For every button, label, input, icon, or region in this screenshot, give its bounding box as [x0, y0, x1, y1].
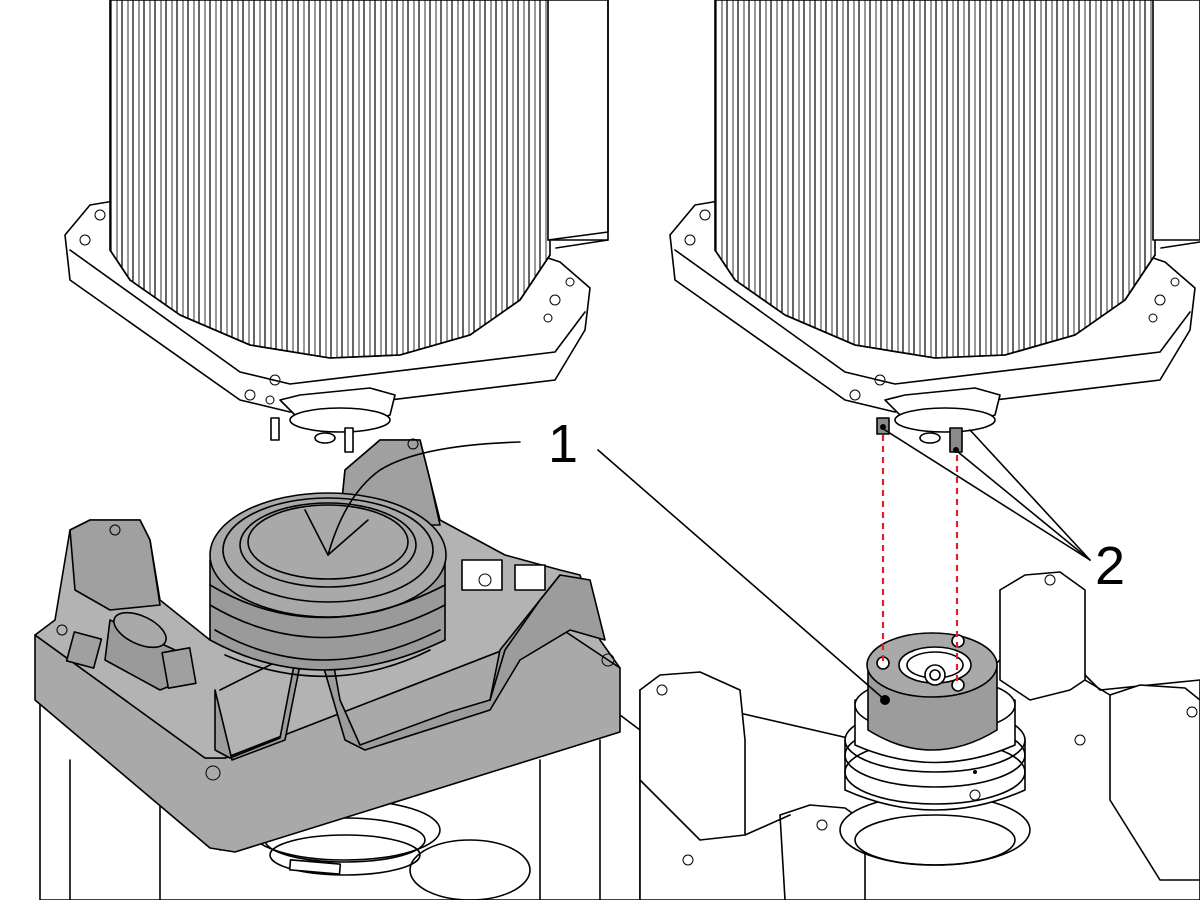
curved-arrow-icon — [327, 441, 521, 556]
right-motor-fins — [714, 0, 1156, 359]
left-motor-fins — [109, 0, 551, 359]
callout-2-leader-b — [957, 451, 1091, 561]
side-clamp-cylinder — [65, 611, 197, 691]
left-motor-terminal-box — [547, 0, 609, 241]
right-spindle-motor — [669, 0, 1200, 453]
callout-2-label: 2 — [1095, 536, 1125, 596]
callout-2-leader-c — [969, 429, 1091, 561]
callout-1: 1 — [548, 414, 889, 704]
callout-1-label: 1 — [548, 414, 578, 474]
right-side-clamp — [461, 559, 546, 591]
pallet-adapter — [866, 632, 998, 751]
clamped-part — [209, 492, 447, 678]
callout-2-leader-a — [884, 429, 1091, 561]
left-spindle-motor — [64, 0, 609, 453]
right-machine-base — [639, 435, 1200, 900]
callout-2: 2 — [884, 429, 1125, 596]
right-flange-holes — [684, 209, 1180, 401]
curved-arrow-head — [304, 509, 369, 556]
left-fixture — [34, 438, 621, 853]
right-motor-terminal-box — [1152, 0, 1200, 241]
left-flange-holes — [79, 209, 575, 405]
callout-1-leader — [597, 449, 886, 701]
